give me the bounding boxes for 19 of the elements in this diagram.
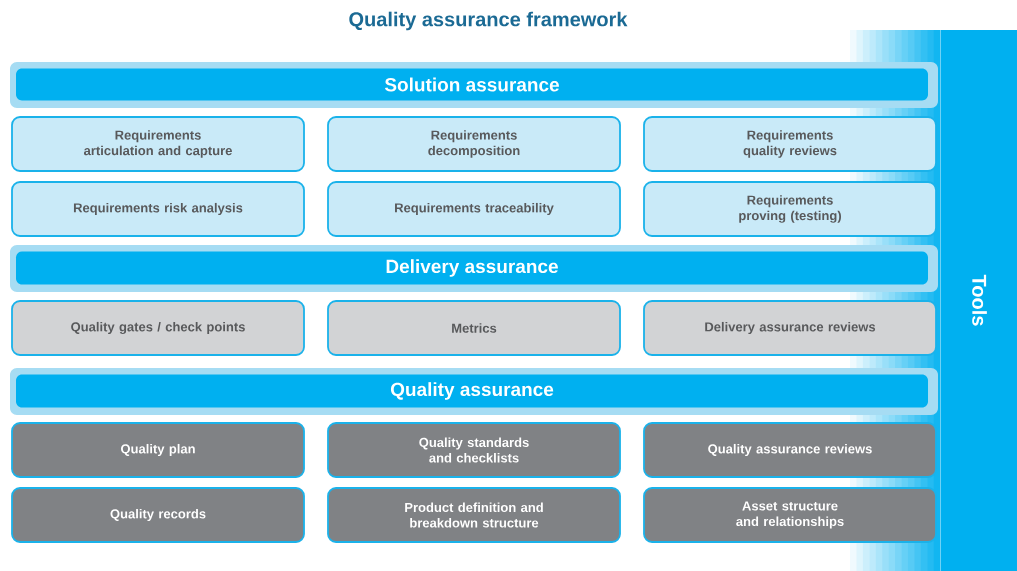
process-box: Requirements traceability	[327, 181, 621, 237]
process-box: Requirements proving (testing)	[643, 181, 937, 237]
section-header-bar: Solution assurance	[10, 62, 938, 108]
process-box: Quality assurance reviews	[643, 422, 937, 478]
process-box: Requirements articulation and capture	[11, 116, 305, 172]
section-header-bar: Delivery assurance	[10, 245, 938, 292]
process-box: Delivery assurance reviews	[643, 300, 937, 356]
title: Quality assurance framework	[349, 11, 628, 31]
process-box: Product definition and breakdown structure	[327, 487, 621, 543]
process-box: Quality standards and checklists	[327, 422, 621, 478]
process-box: Quality records	[11, 487, 305, 543]
section-header-bar: Quality assurance	[10, 368, 938, 415]
process-box: Asset structure and relationships	[643, 487, 937, 543]
process-box: Requirements quality reviews	[643, 116, 937, 172]
process-box: Requirements risk analysis	[11, 181, 305, 237]
process-box: Metrics	[327, 300, 621, 356]
process-box: Quality gates / check points	[11, 300, 305, 356]
process-box: Quality plan	[11, 422, 305, 478]
process-box: Requirements decomposition	[327, 116, 621, 172]
